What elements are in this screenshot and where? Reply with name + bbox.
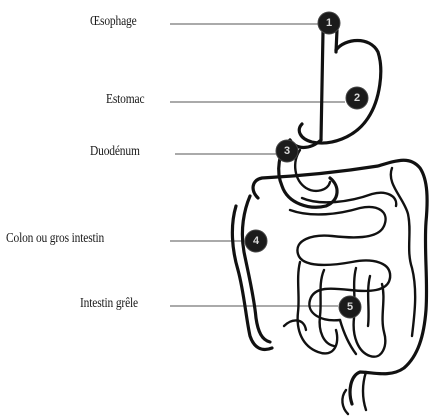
colon-outline xyxy=(232,160,427,414)
esophagus-outline xyxy=(321,30,337,140)
svg-text:2: 2 xyxy=(354,92,360,104)
svg-text:5: 5 xyxy=(347,301,353,313)
small-intestine-outline xyxy=(284,193,396,357)
label-duodenum: Duodénum xyxy=(90,144,140,160)
label-colon: Colon ou gros intestin xyxy=(6,231,104,247)
label-oesophage: Œsophage xyxy=(90,14,137,30)
svg-text:1: 1 xyxy=(326,17,332,29)
label-estomac: Estomac xyxy=(106,92,144,108)
marker-3: 3 xyxy=(276,140,298,162)
svg-text:3: 3 xyxy=(284,145,290,157)
marker-4: 4 xyxy=(245,230,267,252)
marker-1: 1 xyxy=(318,12,340,34)
svg-text:4: 4 xyxy=(253,235,260,247)
marker-2: 2 xyxy=(346,87,368,109)
label-intestin-grele: Intestin grêle xyxy=(80,296,138,312)
marker-5: 5 xyxy=(339,296,361,318)
